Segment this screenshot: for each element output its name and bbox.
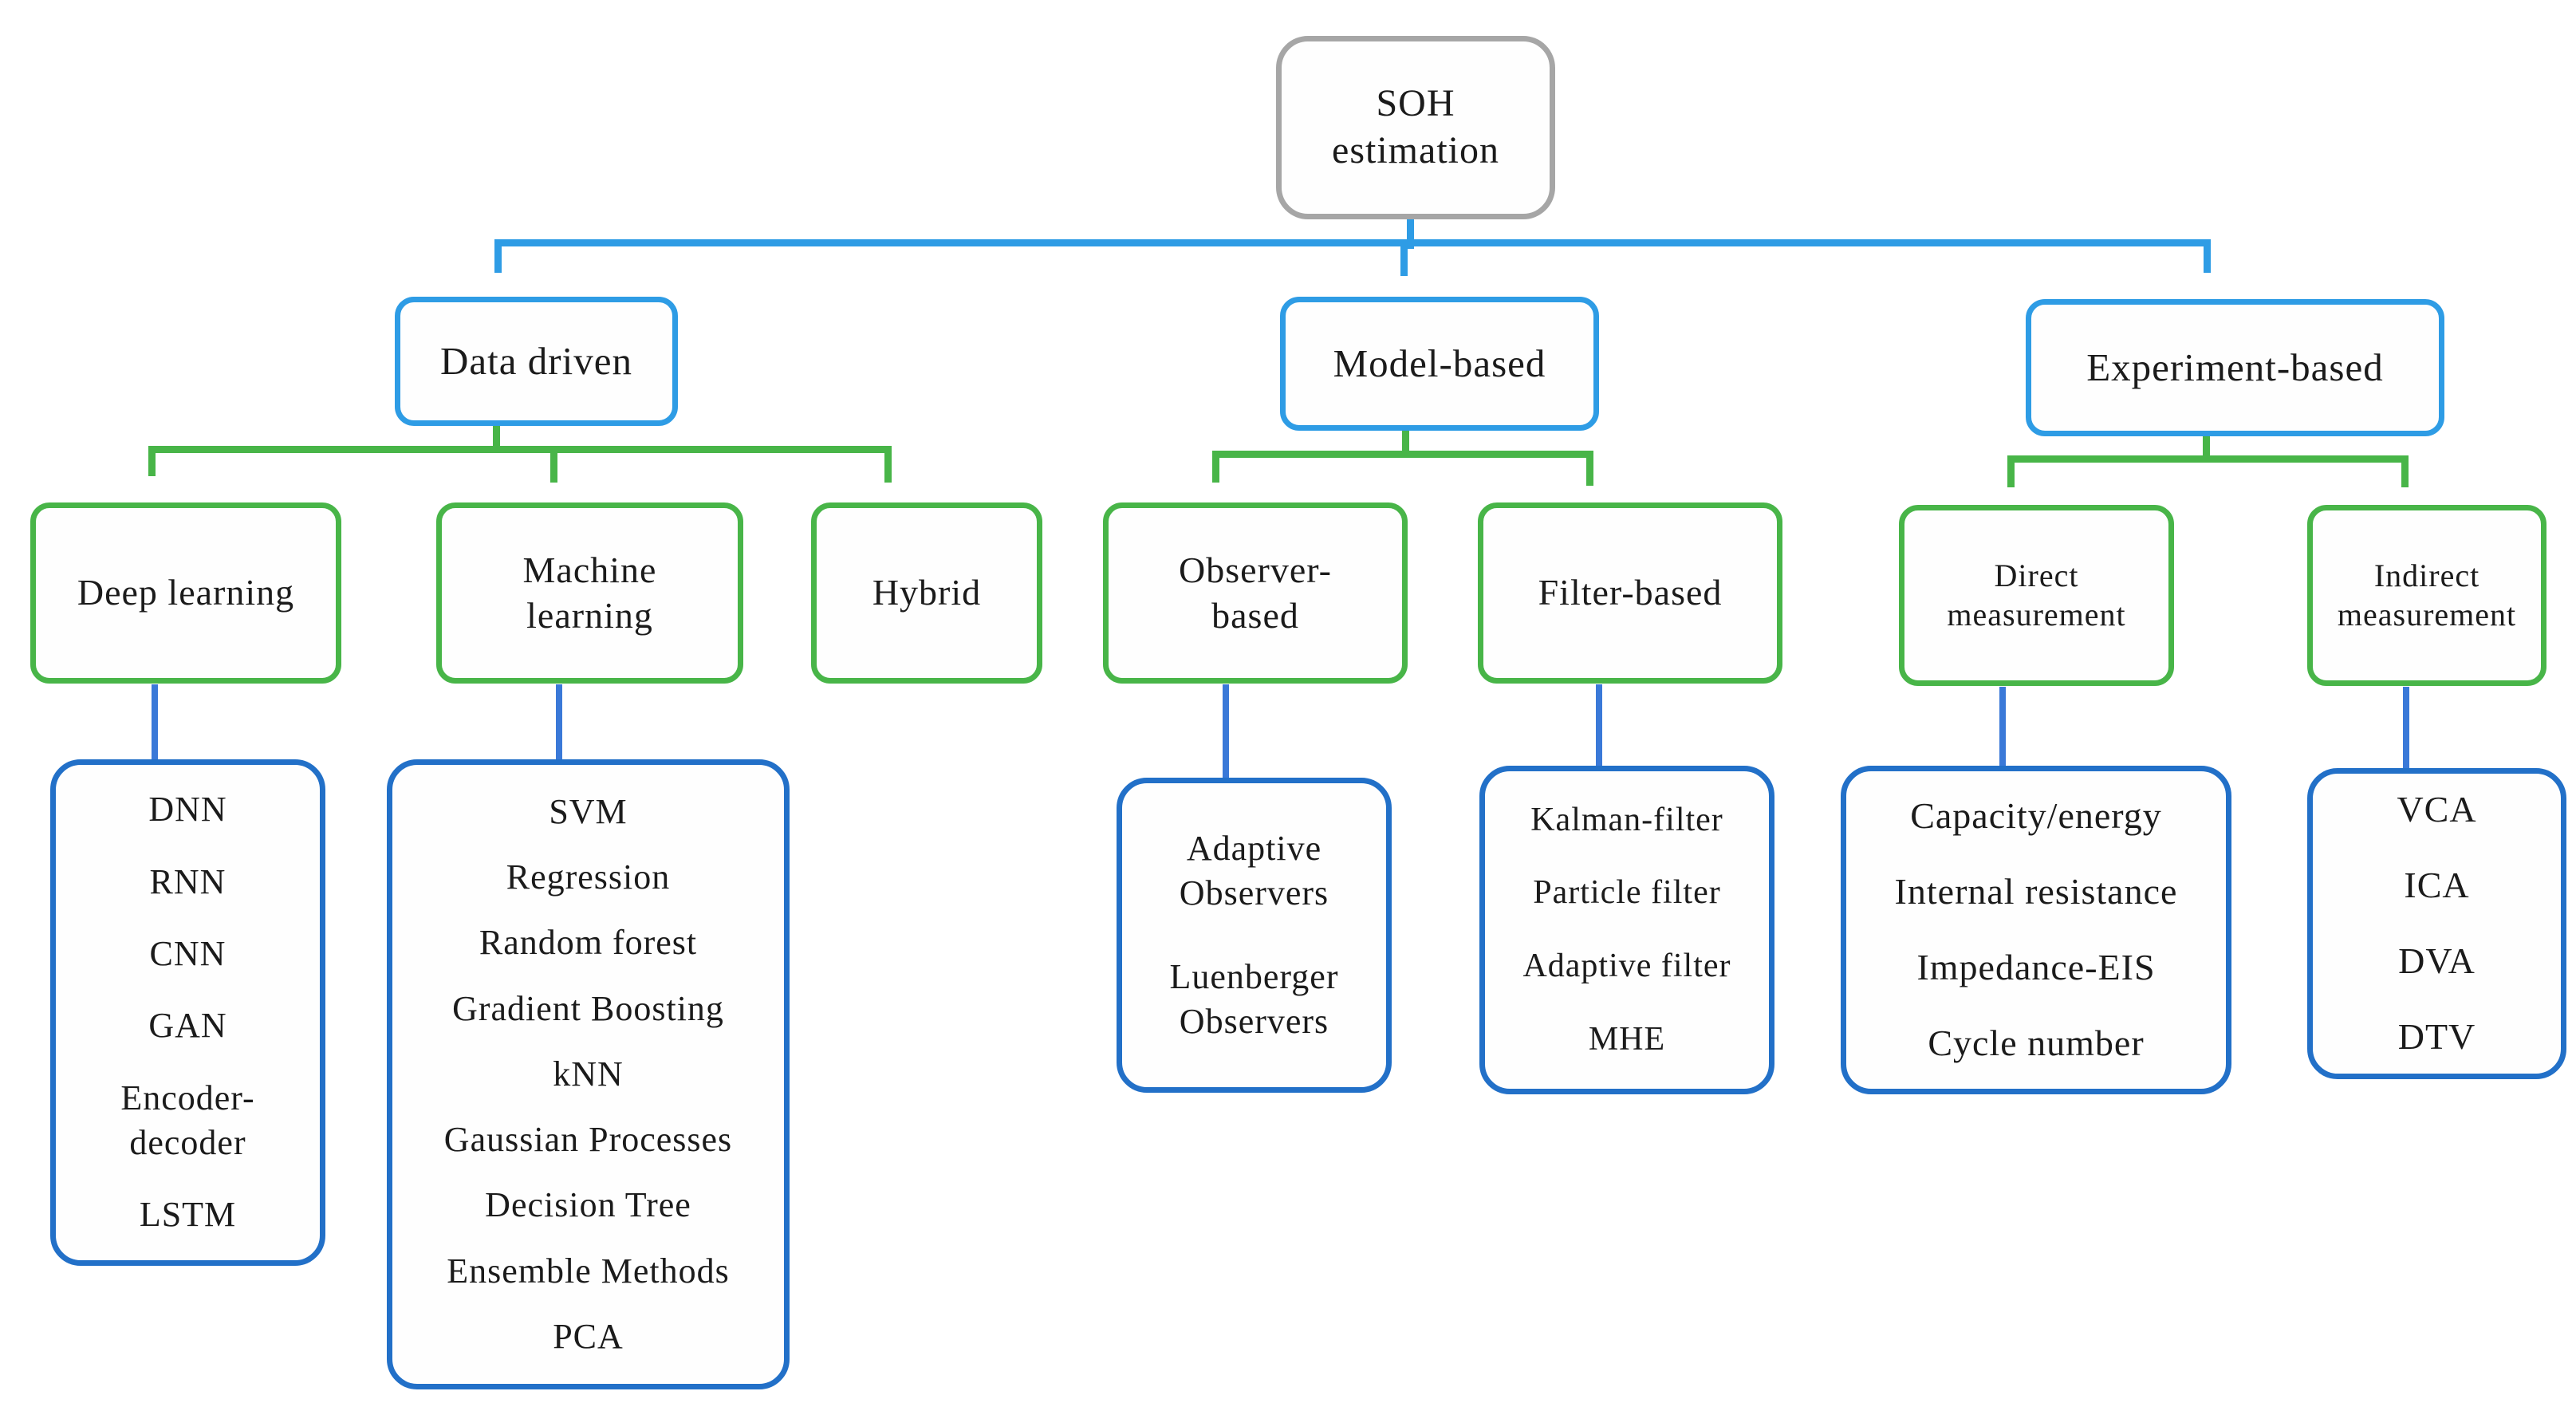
leaf-deep-learning-methods: DNN RNN CNN GAN Encoder- decoder LSTM (50, 759, 325, 1266)
leaf-item: Adaptive filter (1522, 948, 1731, 984)
node-direct-measurement: Direct measurement (1899, 505, 2174, 686)
connector-model-based-horizontal (1212, 451, 1593, 458)
leaf-item: Kalman-filter (1530, 801, 1723, 838)
leaf-direct-measurement-methods: Capacity/energy Internal resistance Impe… (1841, 766, 2231, 1094)
leaf-item: Cycle number (1928, 1022, 2145, 1063)
node-experiment-based: Experiment-based (2026, 299, 2444, 436)
node-machine-learning: Machine learning (436, 502, 743, 684)
leaf-item: LSTM (139, 1195, 237, 1235)
leaf-item: Encoder- decoder (120, 1078, 255, 1162)
leaf-item: RNN (149, 861, 226, 901)
connector-drop-indirect-measurement (2401, 455, 2409, 487)
leaf-item: DVA (2398, 940, 2476, 981)
leaf-item: Decision Tree (485, 1185, 691, 1225)
leaf-item: kNN (553, 1054, 624, 1094)
leaf-item: Ensemble Methods (447, 1251, 730, 1291)
node-filter-based: Filter-based (1478, 502, 1782, 684)
connector-deep-learning-leaf-stub (152, 684, 158, 761)
leaf-item: DTV (2397, 1015, 2476, 1057)
connector-level2-horizontal (494, 239, 2211, 246)
connector-direct-measurement-leaf-stub (1999, 687, 2006, 767)
connector-experiment-based-horizontal (2007, 455, 2409, 463)
leaf-item: Capacity/energy (1910, 795, 2162, 837)
node-model-based: Model-based (1280, 297, 1599, 431)
leaf-observer-based-methods: Adaptive Observers Luenberger Observers (1117, 778, 1392, 1093)
leaf-item: SVM (549, 791, 628, 831)
node-soh-estimation: SOH estimation (1276, 36, 1555, 219)
leaf-machine-learning-methods: SVM Regression Random forest Gradient Bo… (387, 759, 790, 1389)
node-observer-based: Observer- based (1103, 502, 1408, 684)
leaf-indirect-measurement-methods: VCA ICA DVA DTV (2307, 768, 2566, 1079)
leaf-item: GAN (148, 1006, 227, 1046)
leaf-item: DNN (148, 790, 227, 830)
node-hybrid: Hybrid (811, 502, 1042, 684)
connector-data-driven-stub (493, 423, 500, 453)
connector-drop-hybrid (884, 446, 892, 483)
leaf-item: CNN (149, 934, 226, 974)
connector-machine-learning-leaf-stub (556, 684, 562, 761)
leaf-item: Random forest (479, 923, 698, 963)
connector-experiment-based-stub (2203, 432, 2210, 463)
connector-drop-observer-based (1212, 451, 1219, 483)
leaf-filter-based-methods: Kalman-filter Particle filter Adaptive f… (1479, 766, 1774, 1094)
node-data-driven: Data driven (395, 297, 678, 426)
leaf-item: Adaptive Observers (1179, 828, 1329, 913)
connector-model-based-stub (1402, 428, 1409, 458)
connector-data-driven-horizontal (148, 446, 892, 453)
leaf-item: Gaussian Processes (443, 1120, 733, 1160)
leaf-item: VCA (2397, 789, 2477, 830)
leaf-item: Impedance-EIS (1916, 947, 2156, 987)
leaf-item: Luenberger Observers (1169, 956, 1339, 1041)
connector-drop-data-driven (494, 239, 502, 273)
leaf-item: Internal resistance (1894, 871, 2178, 912)
leaf-item: ICA (2404, 865, 2470, 906)
connector-drop-direct-measurement (2007, 455, 2015, 487)
connector-root-stub (1407, 214, 1414, 249)
node-indirect-measurement: Indirect measurement (2307, 505, 2546, 686)
connector-drop-model-based (1400, 239, 1408, 276)
leaf-item: Particle filter (1533, 874, 1721, 912)
connector-observer-based-leaf-stub (1223, 684, 1229, 778)
connector-drop-experiment-based (2204, 239, 2211, 273)
node-deep-learning: Deep learning (30, 502, 341, 684)
connector-filter-based-leaf-stub (1596, 684, 1602, 767)
leaf-item: Regression (506, 857, 671, 897)
leaf-item: PCA (553, 1317, 624, 1357)
leaf-item: Gradient Boosting (452, 988, 724, 1028)
connector-drop-deep-learning (148, 446, 156, 476)
connector-indirect-measurement-leaf-stub (2403, 687, 2409, 769)
leaf-item: MHE (1588, 1020, 1666, 1058)
connector-drop-machine-learning (550, 446, 557, 483)
connector-drop-filter-based (1586, 451, 1593, 486)
